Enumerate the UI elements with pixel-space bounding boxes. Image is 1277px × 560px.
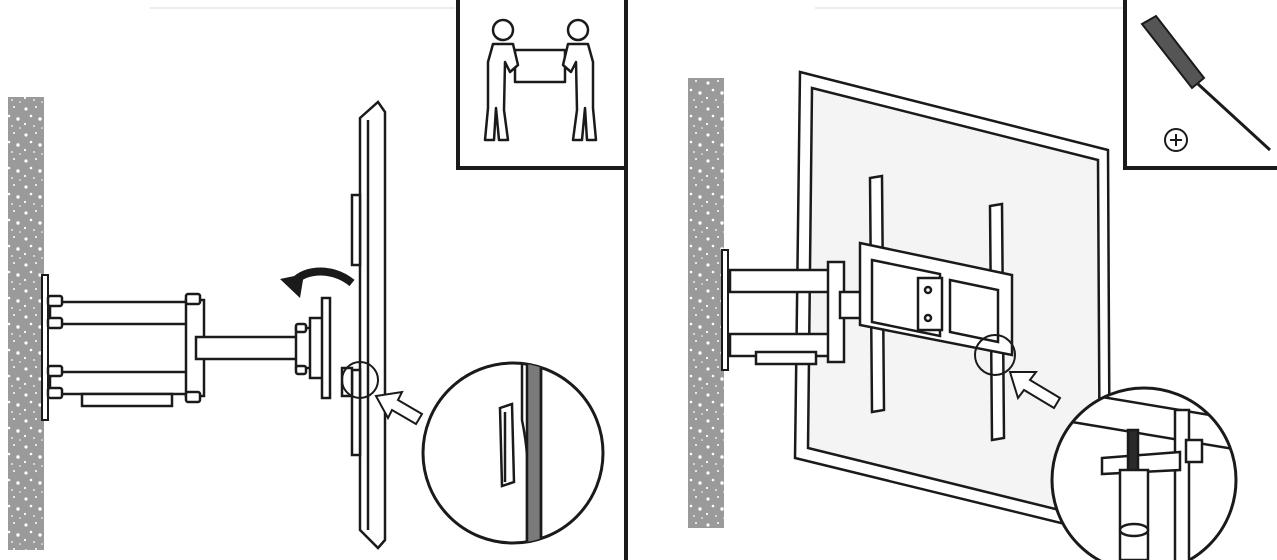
tool-box-two-people [456,0,626,170]
phillips-screwdriver-icon [1140,14,1272,152]
two-people-lifting-icon [483,18,598,142]
detail-pointer-icon [374,390,424,426]
zoom-detail-hook [421,361,605,545]
lower-arm [194,296,332,400]
wall [688,78,724,528]
wall-plate [721,249,729,371]
panel-step-secure-screws [688,0,1277,560]
panel-step-hang-tv [8,0,626,550]
wall [8,97,44,550]
wall-plate [41,274,49,421]
detail-marker [974,334,1016,376]
detail-marker [341,361,379,399]
detail-pointer-icon [1008,371,1062,410]
zoom-detail-screw [1050,386,1238,560]
vesa-bracket [858,174,1014,442]
tool-box-screwdriver [1123,0,1277,170]
rotate-arrow-icon [280,267,355,298]
tv-side-view [340,100,387,550]
upper-arm [46,292,206,408]
